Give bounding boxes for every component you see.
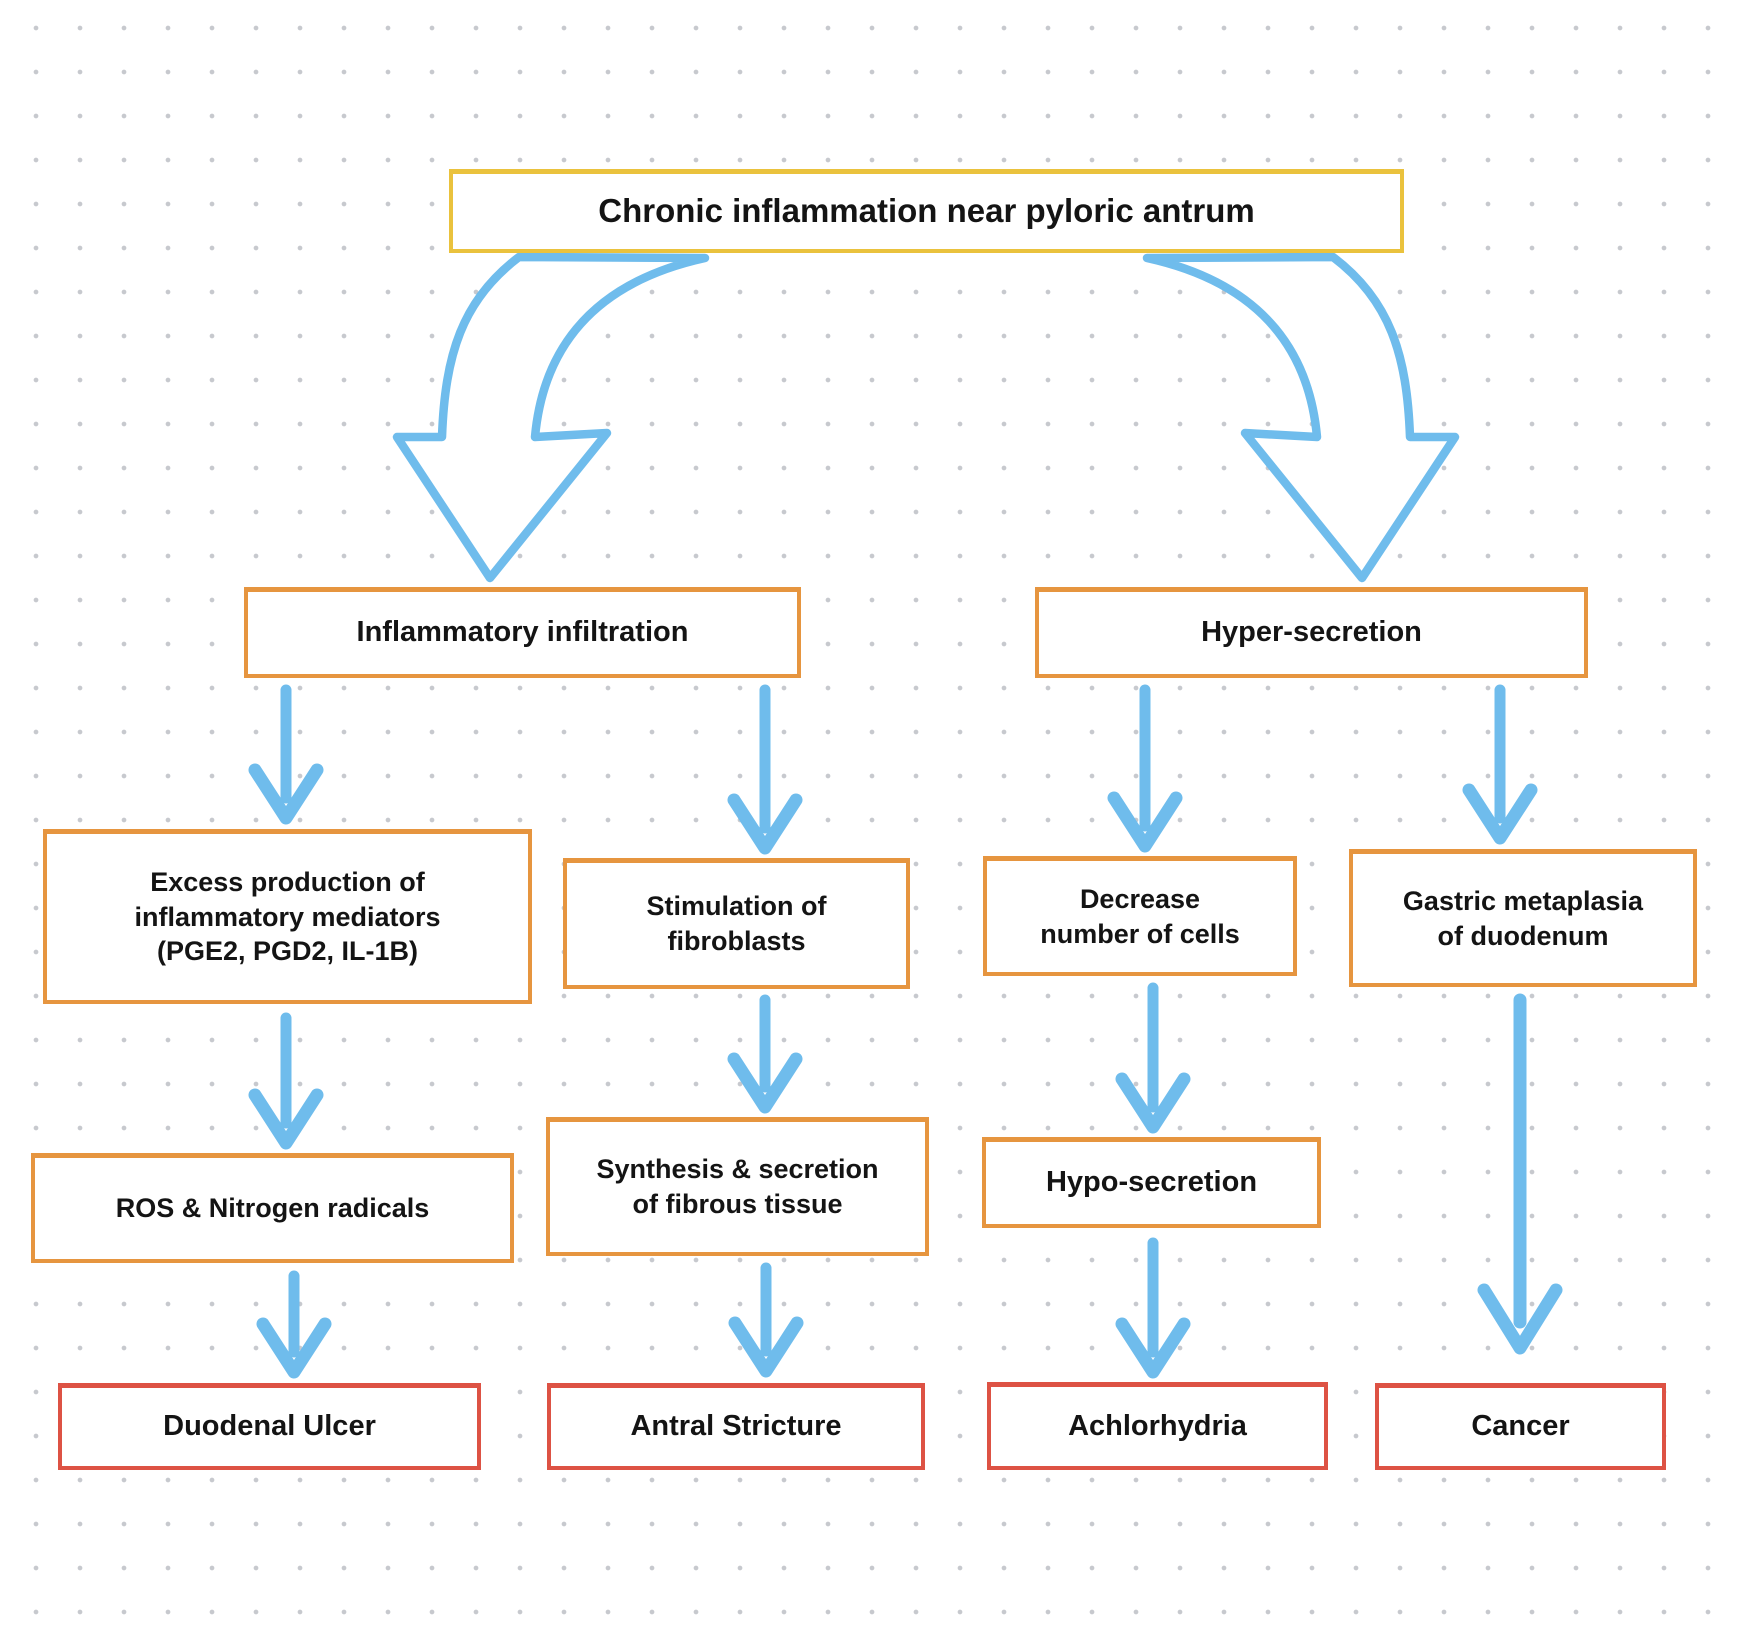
node-gastric-metaplasia: Gastric metaplasia of duodenum bbox=[1349, 849, 1697, 987]
arrow-hypersecretion-to-decrease bbox=[1107, 684, 1183, 853]
node-stimulation-fibroblasts: Stimulation of fibroblasts bbox=[563, 858, 910, 989]
arrow-mediators-to-ros bbox=[248, 1012, 324, 1150]
node-inflammatory-infiltration: Inflammatory infiltration bbox=[244, 587, 801, 678]
arrow-infiltration-to-stimulation bbox=[727, 684, 803, 855]
arrow-decrease-to-hypo bbox=[1115, 982, 1191, 1134]
arrow-stimulation-to-synthesis bbox=[727, 994, 803, 1114]
curved-arrow-chronic-to-infiltration bbox=[392, 252, 710, 583]
node-excess-mediators: Excess production of inflammatory mediat… bbox=[43, 829, 532, 1004]
node-gastric-metaplasia-label: Gastric metaplasia of duodenum bbox=[1402, 885, 1644, 951]
curved-arrow-chronic-to-hypersecretion bbox=[1142, 252, 1460, 583]
arrow-hypo-to-achlorhydria bbox=[1115, 1237, 1191, 1379]
node-ros-nitrogen-radicals-label: ROS & Nitrogen radicals bbox=[115, 1193, 430, 1224]
node-achlorhydria: Achlorhydria bbox=[987, 1382, 1328, 1470]
arrow-ros-to-duodenal bbox=[256, 1270, 332, 1379]
node-hyper-secretion: Hyper-secretion bbox=[1035, 587, 1588, 678]
node-achlorhydria-label: Achlorhydria bbox=[1068, 1409, 1247, 1442]
arrow-synthesis-to-antral bbox=[728, 1262, 804, 1378]
node-chronic-inflammation-label: Chronic inflammation near pyloric antrum bbox=[598, 192, 1255, 230]
node-hypo-secretion-label: Hypo-secretion bbox=[1045, 1166, 1258, 1199]
node-ros-nitrogen-radicals: ROS & Nitrogen radicals bbox=[31, 1153, 514, 1263]
node-chronic-inflammation: Chronic inflammation near pyloric antrum bbox=[449, 169, 1404, 253]
node-synthesis-fibrous-tissue: Synthesis & secretion of fibrous tissue bbox=[546, 1117, 929, 1256]
node-decrease-cells: Decrease number of cells bbox=[983, 856, 1297, 976]
node-antral-stricture: Antral Stricture bbox=[547, 1383, 925, 1470]
node-cancer: Cancer bbox=[1375, 1383, 1666, 1470]
arrow-infiltration-to-mediators bbox=[248, 684, 324, 825]
node-hyper-secretion-label: Hyper-secretion bbox=[1201, 616, 1422, 649]
node-inflammatory-infiltration-label: Inflammatory infiltration bbox=[356, 616, 689, 649]
node-antral-stricture-label: Antral Stricture bbox=[630, 1410, 842, 1443]
node-duodenal-ulcer: Duodenal Ulcer bbox=[58, 1383, 481, 1470]
node-duodenal-ulcer-label: Duodenal Ulcer bbox=[163, 1410, 376, 1443]
arrow-gastric-to-cancer bbox=[1477, 993, 1563, 1355]
arrow-hypersecretion-to-gastric bbox=[1462, 684, 1538, 845]
node-excess-mediators-label: Excess production of inflammatory mediat… bbox=[134, 867, 441, 967]
node-decrease-cells-label: Decrease number of cells bbox=[1040, 883, 1240, 949]
node-synthesis-fibrous-tissue-label: Synthesis & secretion of fibrous tissue bbox=[596, 1154, 879, 1219]
node-cancer-label: Cancer bbox=[1471, 1410, 1570, 1443]
node-stimulation-fibroblasts-label: Stimulation of fibroblasts bbox=[646, 891, 827, 956]
node-hypo-secretion: Hypo-secretion bbox=[982, 1137, 1321, 1228]
